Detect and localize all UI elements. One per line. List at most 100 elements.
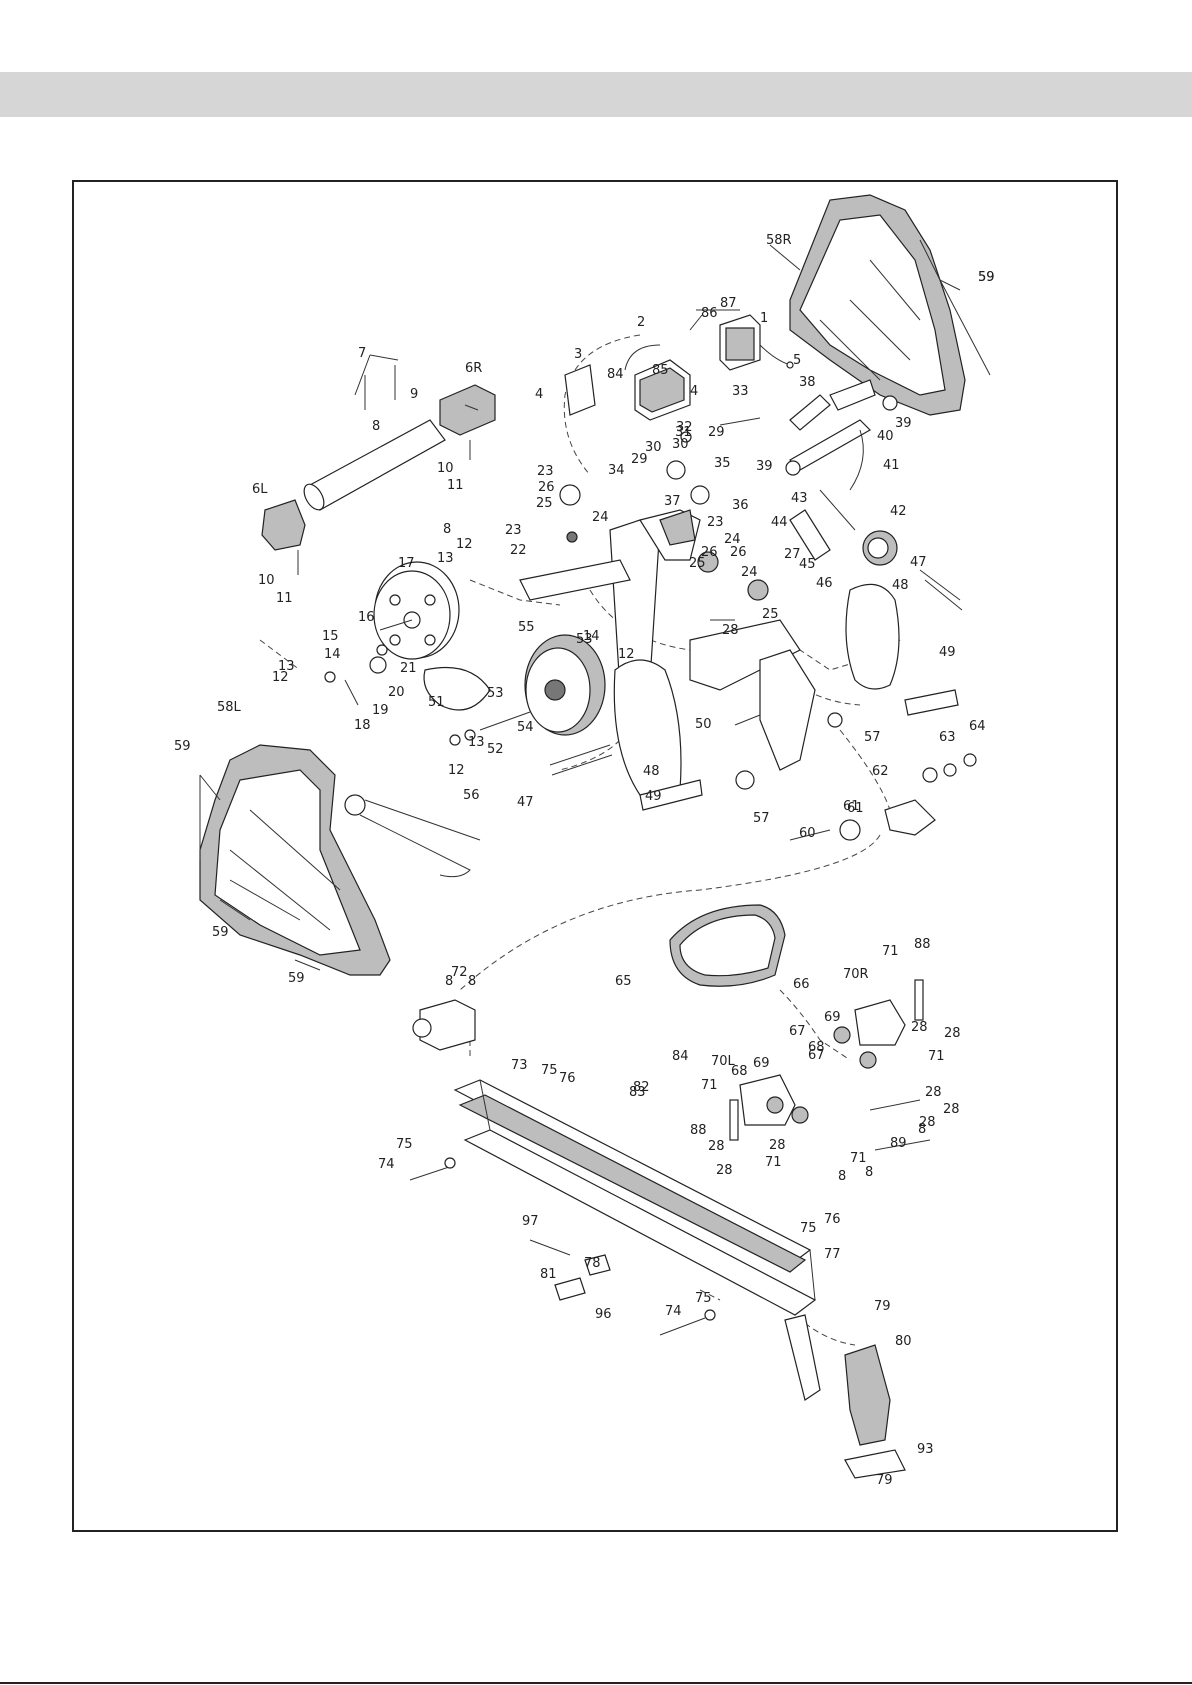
part-label: 39 — [756, 459, 773, 474]
part-label: 57 — [753, 811, 770, 826]
console-assembly — [564, 314, 794, 421]
part-label: 62 — [872, 764, 889, 779]
part-label: 34 — [608, 463, 625, 478]
part-label: 24 — [592, 510, 609, 525]
part-label: 88 — [914, 937, 931, 952]
shroud-right-58R — [789, 194, 966, 416]
part-label: 28 — [911, 1020, 928, 1035]
part-label: 28 — [943, 1102, 960, 1117]
part-label: 72 — [451, 965, 468, 980]
part-label: 89 — [890, 1136, 907, 1151]
part-label: 58R — [766, 233, 792, 248]
part-label: 31 — [675, 425, 692, 440]
pedal-48-right — [845, 569, 963, 690]
part-label: 71 — [765, 1155, 782, 1170]
part-label: 58L — [217, 700, 242, 715]
part-label: 70R — [843, 967, 869, 982]
part-label: 67 — [789, 1024, 806, 1039]
part-label: 29 — [708, 425, 725, 440]
part-label: 41 — [883, 458, 900, 473]
part-label: 75 — [800, 1221, 817, 1236]
part-label: 97 — [522, 1214, 539, 1229]
part-label: 12 — [456, 537, 473, 552]
part-label: 67 — [808, 1048, 825, 1063]
part-label: 21 — [400, 661, 417, 676]
part-label: 25 — [536, 496, 553, 511]
part-label: 42 — [890, 504, 907, 519]
part-label: 70L — [711, 1054, 736, 1069]
part-label: 22 — [510, 543, 527, 558]
part-label: 74 — [665, 1304, 682, 1319]
part-label: 65 — [615, 974, 632, 989]
part-label: 76 — [824, 1212, 841, 1227]
part-label: 5 — [793, 353, 801, 368]
part-label: 59 — [174, 739, 191, 754]
part-label: 84 — [607, 367, 624, 382]
part-label: 30 — [672, 437, 689, 452]
part-label: 66 — [793, 977, 810, 992]
handle-grips — [785, 379, 898, 491]
part-label: 8 — [443, 522, 451, 537]
part-label: 71 — [928, 1049, 945, 1064]
seat-carriage — [729, 979, 931, 1151]
part-label: 82 — [633, 1080, 650, 1095]
part-label: 80 — [895, 1334, 912, 1349]
part-label: 26 — [701, 545, 718, 560]
part-label: 11 — [447, 478, 464, 493]
part-label: 57 — [864, 730, 881, 745]
part-label: 32 — [676, 420, 693, 435]
part-label: 13 — [437, 551, 454, 566]
part-label: 71 — [850, 1151, 867, 1166]
part-label: 16 — [358, 610, 375, 625]
part-label: 28 — [925, 1085, 942, 1100]
part-label: 69 — [824, 1010, 841, 1025]
part-label: 71 — [701, 1078, 718, 1093]
part-label: 8 — [838, 1169, 846, 1184]
part-label: 15 — [322, 629, 339, 644]
hardware-bits — [324, 344, 977, 1336]
part-label: 74 — [378, 1157, 395, 1172]
part-label: 8 — [918, 1122, 926, 1137]
part-label: 71 — [882, 944, 899, 959]
part-label: 11 — [276, 591, 293, 606]
part-label: 39 — [895, 416, 912, 431]
part-label: 54 — [517, 720, 534, 735]
drive-belt-56 — [344, 794, 481, 878]
part-label: 69 — [753, 1056, 770, 1071]
part-label: 56 — [463, 788, 480, 803]
part-label: 14 — [583, 629, 600, 644]
part-label: 73 — [511, 1058, 528, 1073]
part-label: 88 — [690, 1123, 707, 1138]
part-label: 30 — [645, 440, 662, 455]
part-label: 24 — [724, 532, 741, 547]
part-label: 29 — [631, 452, 648, 467]
part-label: 18 — [354, 718, 371, 733]
part-label: 8 — [865, 1165, 873, 1180]
seat-65 — [669, 904, 786, 987]
part-label: 25 — [689, 556, 706, 571]
part-label: 78 — [584, 1256, 601, 1271]
part-label: 96 — [595, 1307, 612, 1322]
part-label: 7 — [358, 346, 366, 361]
part-label: 28 — [716, 1163, 733, 1178]
part-label: 64 — [969, 719, 986, 734]
part-label: 86 — [701, 306, 718, 321]
part-label: 23 — [505, 523, 522, 538]
part-label: 14 — [324, 647, 341, 662]
part-label: 13 — [278, 659, 295, 674]
part-label: 53 — [576, 632, 593, 647]
shroud-left-58L — [199, 744, 391, 976]
part-label: 6R — [465, 361, 482, 376]
part-label: 84 — [672, 1049, 689, 1064]
part-label: 28 — [722, 623, 739, 638]
part-label: 28 — [0, 0, 17, 4]
front-bracket — [412, 999, 476, 1051]
part-label: 59 — [978, 270, 995, 285]
part-label: 25 — [762, 607, 779, 622]
part-label: 4 — [535, 387, 543, 402]
tension-knob-42 — [789, 489, 898, 566]
part-label: 50 — [695, 717, 712, 732]
part-label: 40 — [877, 429, 894, 444]
part-label: 79 — [874, 1299, 891, 1314]
